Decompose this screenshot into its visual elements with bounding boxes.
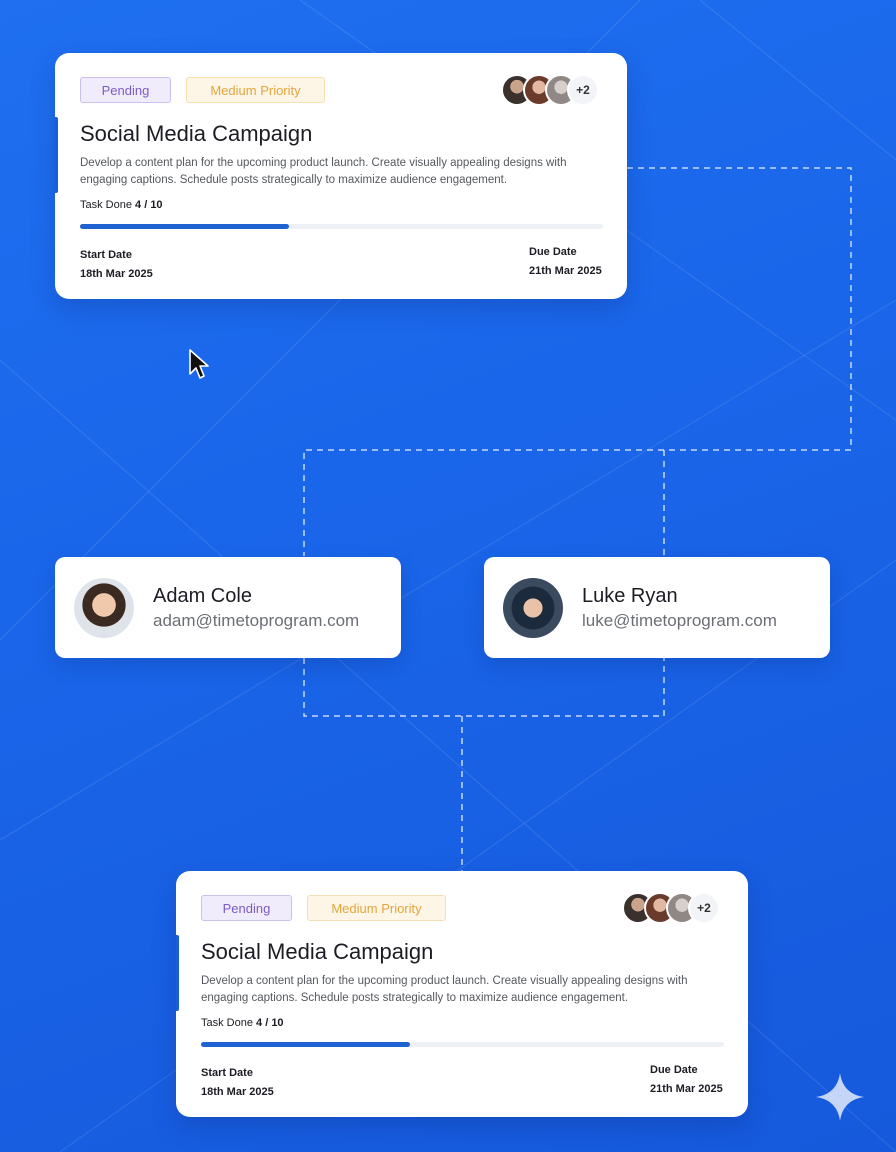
due-date-value: 21th Mar 2025 xyxy=(529,265,602,277)
mouse-cursor-icon xyxy=(189,349,209,379)
status-badge[interactable]: Pending xyxy=(80,77,171,103)
progress-label-text: Task Done xyxy=(80,199,136,211)
user-card-luke[interactable]: Luke Ryan luke@timetoprogram.com xyxy=(484,557,830,658)
due-date-label: Due Date xyxy=(529,246,577,258)
user-avatar-icon xyxy=(74,578,134,638)
status-badge[interactable]: Pending xyxy=(201,895,292,921)
task-card[interactable]: Pending Medium Priority +2 Social Media … xyxy=(55,53,627,299)
task-progress-label: Task Done 4 / 10 xyxy=(80,199,163,211)
progress-fill xyxy=(80,224,290,229)
sparkle-icon xyxy=(816,1073,864,1121)
start-date-label: Start Date xyxy=(80,249,132,261)
user-card-adam[interactable]: Adam Cole adam@timetoprogram.com xyxy=(55,557,401,658)
user-avatar-icon xyxy=(503,578,563,638)
task-title: Social Media Campaign xyxy=(201,939,434,964)
user-email: luke@timetoprogram.com xyxy=(582,611,777,630)
due-date-label: Due Date xyxy=(650,1064,698,1076)
card-accent-bar xyxy=(55,117,58,193)
task-progress-label: Task Done 4 / 10 xyxy=(201,1017,284,1029)
task-title: Social Media Campaign xyxy=(80,121,313,146)
progress-label-text: Task Done xyxy=(201,1017,257,1029)
user-name: Adam Cole xyxy=(153,585,252,607)
start-date-value: 18th Mar 2025 xyxy=(201,1086,274,1098)
priority-badge[interactable]: Medium Priority xyxy=(307,895,446,921)
progress-track xyxy=(201,1042,724,1047)
user-name: Luke Ryan xyxy=(582,585,678,607)
progress-track xyxy=(80,224,603,229)
user-email: adam@timetoprogram.com xyxy=(153,611,360,630)
extra-members-count[interactable]: +2 xyxy=(688,892,720,924)
task-description: Develop a content plan for the upcoming … xyxy=(201,975,688,1004)
member-avatar-group[interactable]: +2 xyxy=(622,892,720,924)
extra-members-count[interactable]: +2 xyxy=(567,74,599,106)
progress-value: 4 / 10 xyxy=(256,1017,284,1029)
priority-badge[interactable]: Medium Priority xyxy=(186,77,325,103)
progress-value: 4 / 10 xyxy=(135,199,163,211)
due-date-value: 21th Mar 2025 xyxy=(650,1083,723,1095)
task-card[interactable]: Pending Medium Priority +2 Social Media … xyxy=(176,871,748,1117)
progress-fill xyxy=(201,1042,411,1047)
card-accent-bar xyxy=(176,935,179,1011)
start-date-value: 18th Mar 2025 xyxy=(80,268,153,280)
start-date-label: Start Date xyxy=(201,1067,253,1079)
task-description: Develop a content plan for the upcoming … xyxy=(80,157,567,186)
member-avatar-group[interactable]: +2 xyxy=(501,74,599,106)
